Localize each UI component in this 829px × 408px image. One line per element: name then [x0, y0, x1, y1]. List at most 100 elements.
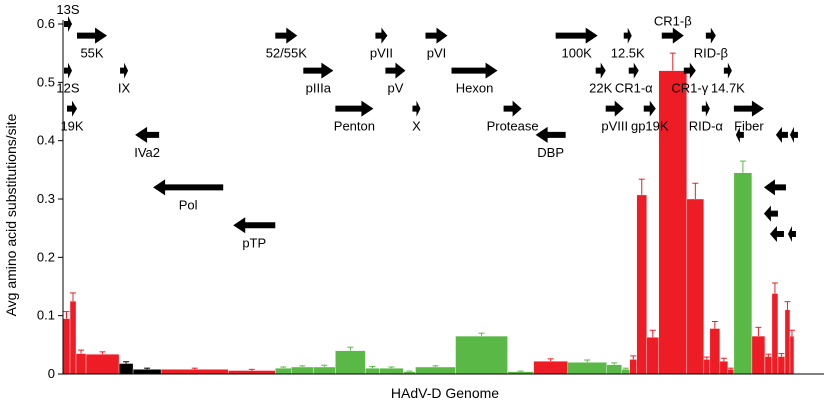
genome-bar: [291, 366, 314, 375]
genome-bar: [118, 363, 134, 375]
genome-bar: [75, 353, 87, 375]
y-tick-label: 0.4: [37, 133, 55, 148]
genome-bar: [313, 366, 336, 375]
gene-label: pV: [387, 81, 403, 96]
gene-label: pTP: [242, 235, 266, 250]
genome-bar: [629, 359, 637, 375]
gene-arrow: [412, 100, 421, 117]
gene-arrow: [623, 27, 632, 44]
gene-label: IVa2: [134, 145, 160, 160]
y-tick-label: 0.6: [37, 16, 55, 31]
axes-layer: [62, 20, 824, 375]
gene-arrow: [555, 27, 598, 44]
gene-label: 52/55K: [266, 46, 308, 61]
genome-bar: [636, 194, 647, 375]
genome-bar: [751, 335, 766, 375]
gene-label: Fiber: [734, 119, 764, 134]
genome-bar: [365, 367, 380, 375]
gene-label: pVI: [427, 46, 447, 61]
genome-bar: [771, 293, 779, 375]
gene-label: pVIII: [601, 119, 628, 134]
gene-label: RID-β: [694, 46, 728, 61]
genome-bar: [703, 359, 711, 375]
gene-arrow: [335, 100, 374, 117]
y-ticks-layer: 00.10.20.30.40.50.6: [37, 16, 63, 381]
gene-label: Hexon: [456, 81, 494, 96]
gene-label: 55K: [80, 46, 103, 61]
gene-label: 13S: [56, 2, 79, 17]
gene-arrow: [763, 179, 786, 196]
gene-arrow: [769, 226, 784, 242]
gene-arrow: [375, 27, 388, 44]
gene-label: IX: [118, 81, 131, 96]
gene-arrow: [153, 179, 224, 196]
gene-arrow: [775, 126, 788, 143]
gene-arrow: [661, 27, 684, 44]
gene-arrow: [605, 100, 624, 117]
gene-arrow: [275, 27, 298, 44]
genome-bar: [533, 360, 568, 375]
gene-arrow: [643, 100, 656, 117]
gene-label: gp19K: [631, 119, 669, 134]
bars-layer: [62, 52, 795, 375]
genome-bar: [69, 300, 77, 375]
genome-bar: [606, 364, 622, 375]
genome-bar: [85, 353, 120, 375]
gene-arrow: [64, 16, 73, 32]
gene-arrow: [735, 126, 744, 143]
genome-bar: [335, 350, 366, 375]
gene-label: CR1-γ: [671, 81, 708, 96]
gene-label: X: [412, 119, 421, 134]
y-tick-label: 0: [48, 366, 55, 381]
gene-label: Pol: [179, 197, 198, 212]
genome-bar: [658, 70, 688, 375]
y-tick-label: 0.2: [37, 249, 55, 264]
genome-bar: [709, 328, 721, 375]
genome-bar: [777, 356, 786, 375]
y-axis-label: Avg amino acid substitutions/site: [3, 113, 19, 316]
gene-arrow: [628, 62, 639, 79]
genome-bar: [132, 369, 162, 375]
genome-bar: [415, 366, 456, 375]
gene-label: 12.5K: [611, 46, 645, 61]
gene-label: 12S: [56, 81, 79, 96]
gene-arrow: [425, 27, 448, 44]
genome-bar: [621, 369, 630, 375]
gene-arrow: [67, 100, 78, 117]
gene-label: Penton: [334, 119, 375, 134]
gene-arrow: [763, 205, 778, 222]
gene-arrow: [64, 62, 73, 79]
gene-label: 19K: [60, 119, 83, 134]
gene-arrow: [385, 62, 406, 79]
gene-label: RID-α: [689, 119, 724, 134]
gene-arrow: [787, 226, 796, 242]
gene-arrow: [723, 62, 732, 79]
gene-label: pIIIa: [306, 81, 332, 96]
gene-arrow: [705, 27, 716, 44]
genome-bar: [789, 335, 795, 375]
gene-label: CR1-α: [615, 81, 653, 96]
genome-bar: [646, 337, 659, 375]
genome-bar: [379, 367, 404, 375]
genome-bar: [727, 369, 735, 375]
gene-label: 14.7K: [711, 81, 745, 96]
genome-bar: [228, 370, 276, 375]
gene-arrow: [451, 62, 498, 79]
gene-arrow: [789, 126, 798, 143]
y-tick-label: 0.1: [37, 308, 55, 323]
gene-label: pVII: [370, 46, 393, 61]
gene-arrow: [701, 100, 710, 117]
gene-arrow: [135, 126, 160, 143]
genome-bar: [455, 335, 508, 375]
gene-arrow: [303, 62, 334, 79]
genome-bar: [686, 198, 705, 375]
gene-arrow: [503, 100, 522, 117]
genome-bar: [784, 309, 791, 375]
gene-arrow: [233, 217, 276, 234]
gene-arrow: [77, 27, 108, 44]
y-tick-label: 0.5: [37, 74, 55, 89]
genome-bar: [719, 360, 729, 375]
gene-arrow: [120, 62, 129, 79]
